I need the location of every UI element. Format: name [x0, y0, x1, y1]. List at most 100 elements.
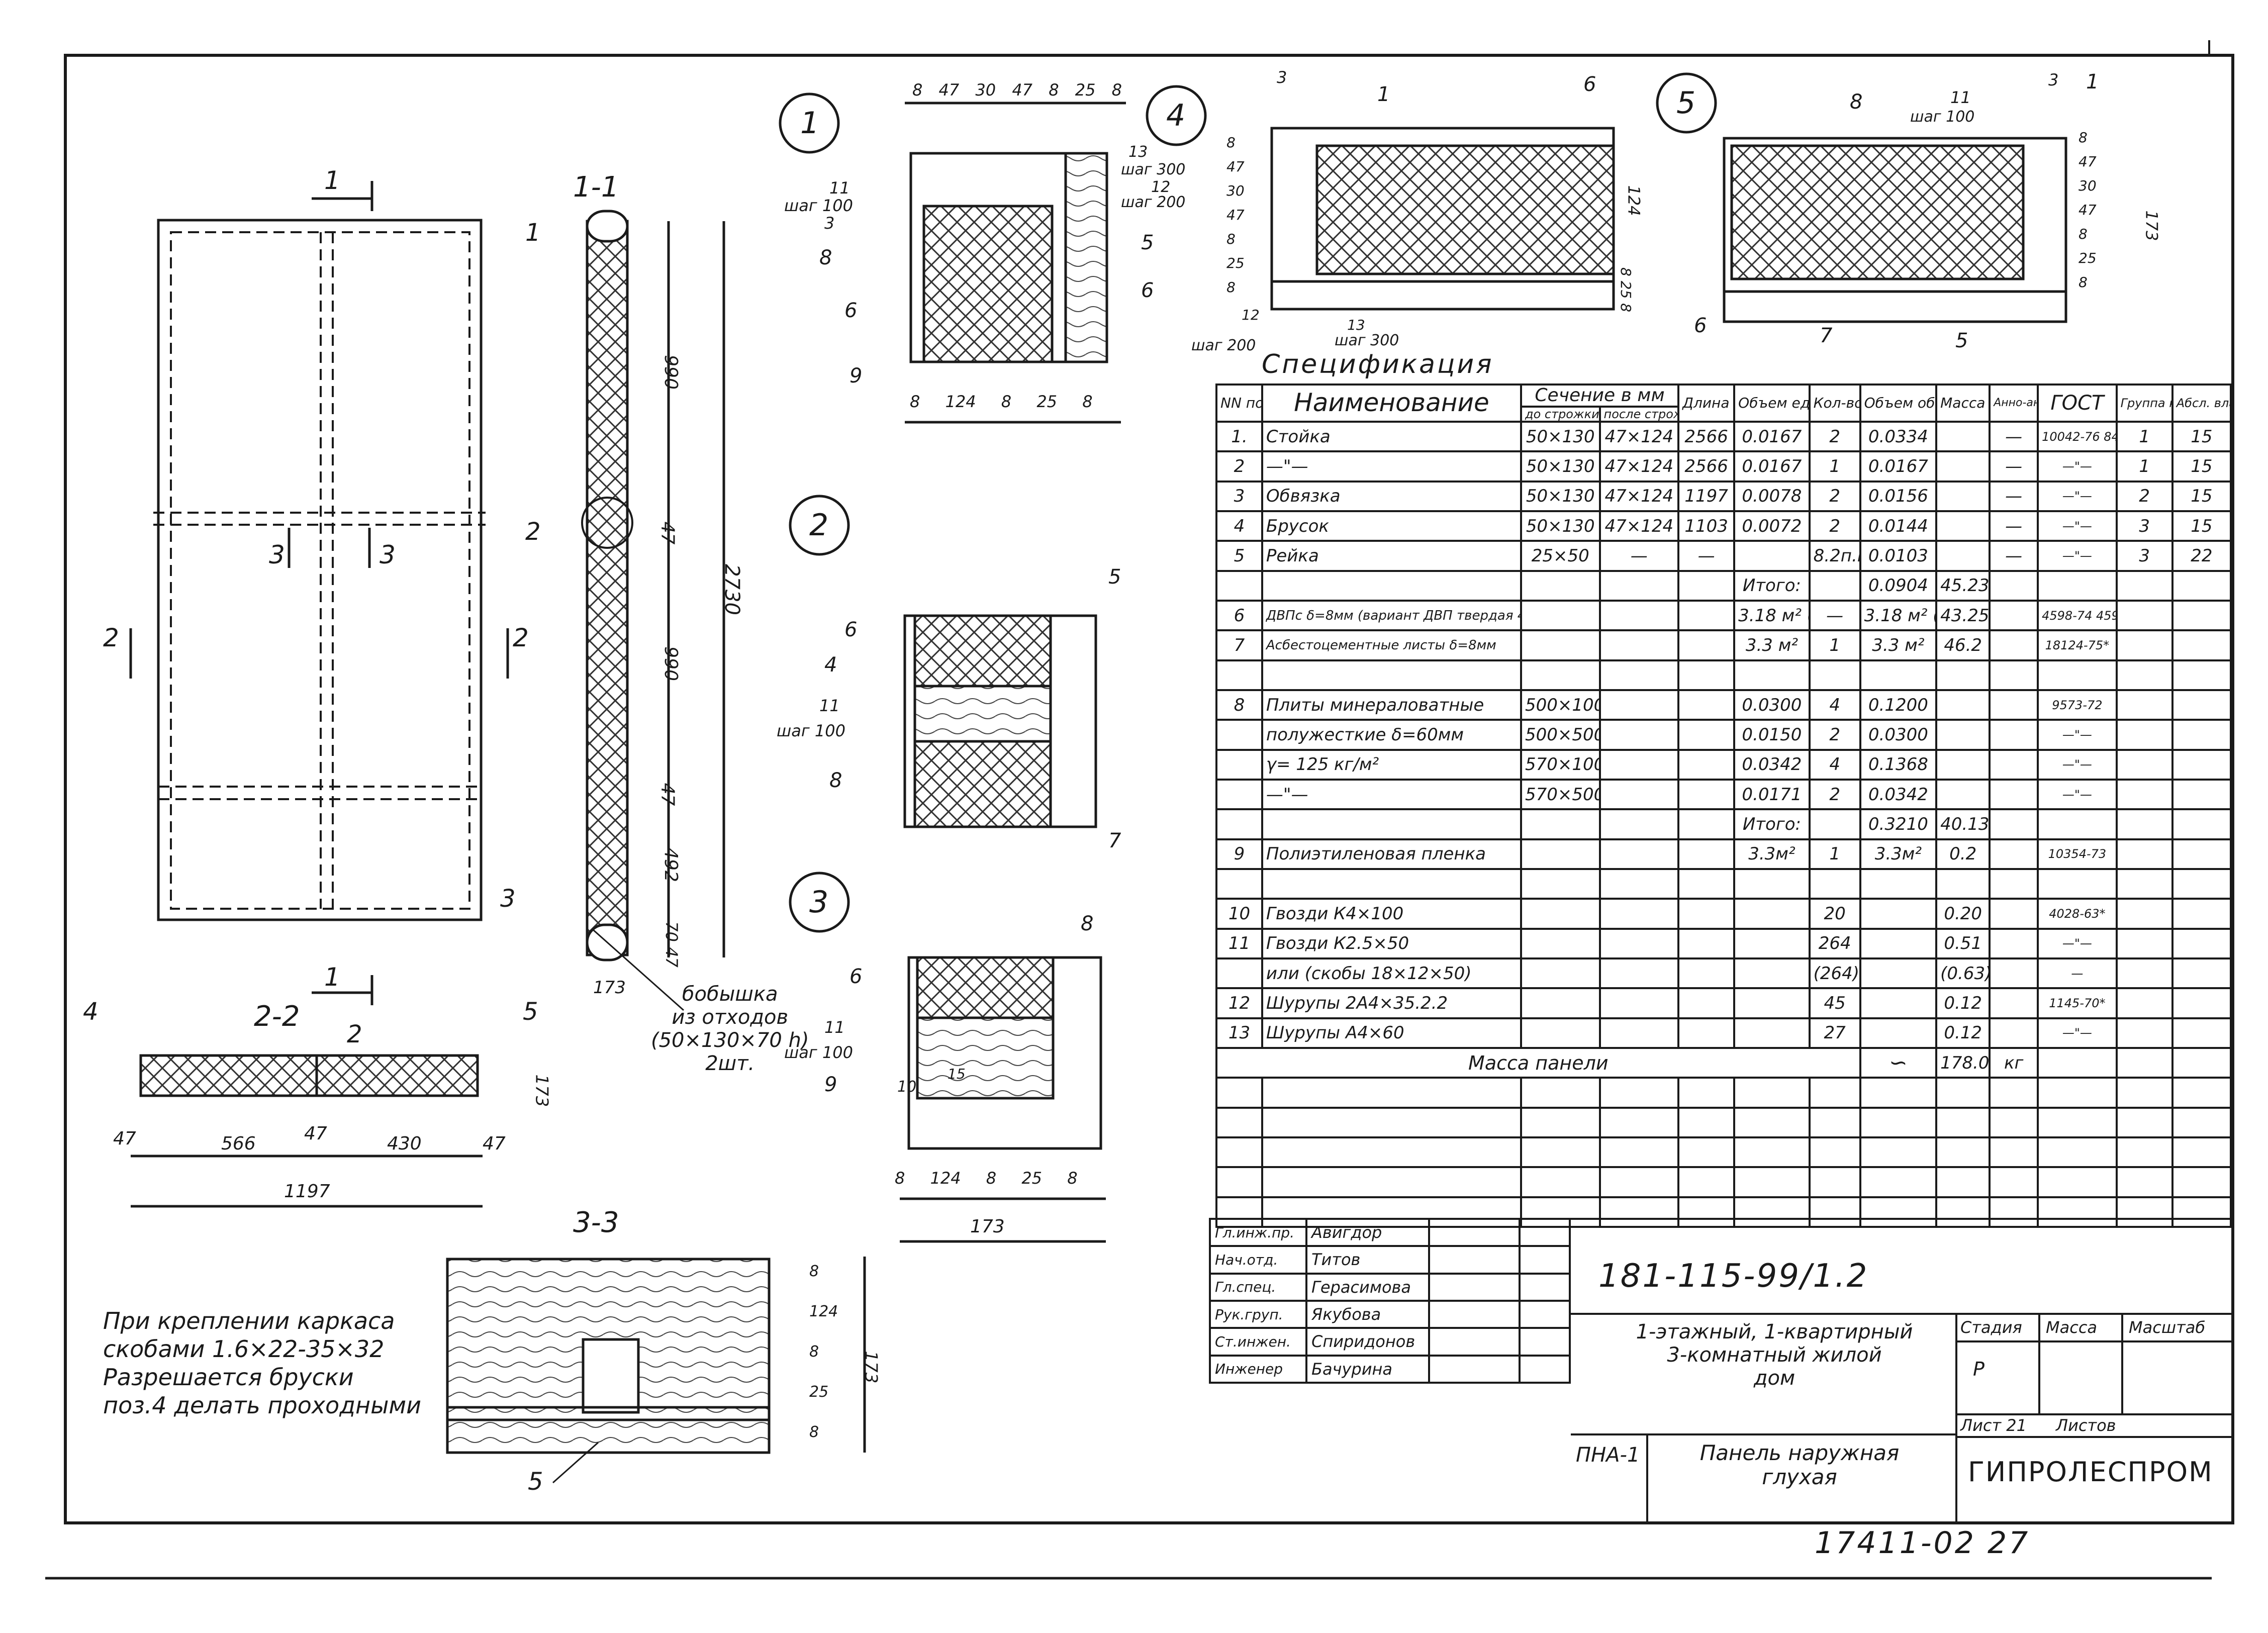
- spec-h-grade: Группа качес древ: [2115, 383, 2174, 423]
- node-3-circle: [789, 872, 850, 933]
- spec-cell-len: [1677, 808, 1736, 840]
- tb-head-line: [1955, 1340, 2232, 1342]
- cut-mark-1-top: 1: [324, 166, 340, 195]
- spec-cell-vu: [1733, 1017, 1811, 1049]
- dim-47b: 47: [657, 783, 678, 806]
- n3-bot-4: 8: [1067, 1169, 1078, 1188]
- spec-empty-row: [1215, 1166, 2232, 1198]
- spec-cell-grade: [2115, 898, 2174, 930]
- spec-cell-gost: —"—: [2037, 540, 2118, 572]
- spec-cell-grade: [2115, 957, 2174, 990]
- staff-role: Инженер: [1209, 1354, 1307, 1384]
- spec-empty-cell: [1859, 1106, 1938, 1138]
- spec-cell-qty: 4: [1808, 748, 1861, 781]
- spec-h-vol-total: Объем общий м³: [1859, 383, 1938, 423]
- node-1-12: 12: [1151, 178, 1171, 196]
- tb-doc-title: Панель наружная глухая: [1654, 1441, 1945, 1489]
- n1-bot-0: 8: [910, 392, 920, 411]
- spec-cell-hum: 15: [2171, 480, 2232, 512]
- spec-cell-name: Обвязка: [1261, 480, 1522, 512]
- spec-cell-s2: [1598, 957, 1680, 990]
- dim-2730: 2730: [720, 564, 743, 615]
- spec-cell-vt: 0.0904: [1859, 569, 1938, 602]
- node-1-shag200: шаг 200: [1121, 194, 1186, 211]
- staff-name: Герасимова: [1305, 1272, 1431, 1302]
- n3-bot-3: 25: [1021, 1169, 1043, 1188]
- spec-cell-s1: [1520, 957, 1601, 990]
- node-3-15: 15: [948, 1066, 966, 1082]
- spec-mass-label: Масса панели: [1215, 1046, 1861, 1079]
- spec-cell-qty: (264): [1808, 957, 1861, 990]
- spec-cell-ant: [1989, 987, 2039, 1019]
- spec-cell-s2: [1598, 898, 1680, 930]
- spec-cell-ant: [1989, 808, 2039, 840]
- tb-mark-line: [1646, 1433, 1648, 1522]
- spec-cell-mass: [1935, 450, 1991, 483]
- spec-cell-hum: [2171, 599, 2232, 632]
- label-2-2: 2-2: [254, 1000, 300, 1033]
- node-2-callout-7: 7: [1108, 829, 1121, 852]
- spec-cell-ant: [1989, 659, 2039, 691]
- spec-empty-cell: [1733, 1106, 1811, 1138]
- spec-cell-hum: [2171, 898, 2232, 930]
- title-block-main: 181-115-99/1.2 1-этажный, 1-квартирный 3…: [1571, 1218, 2234, 1524]
- spec-empty-cell: [2171, 1077, 2232, 1109]
- spec-cell-mass: 0.20: [1935, 898, 1991, 930]
- spec-cell-vt: 3.3м²: [1859, 838, 1938, 870]
- dim-s22-173: 173: [531, 1074, 552, 1107]
- spec-empty-cell: [2171, 1196, 2232, 1228]
- node-2-drawing: [903, 614, 1097, 828]
- spec-cell-s1: 570×500: [1520, 778, 1601, 811]
- spec-cell-s1: [1520, 659, 1601, 691]
- spec-cell-s1: 500×1000: [1520, 689, 1601, 721]
- spec-cell-gost: —"—: [2037, 719, 2118, 751]
- spec-cell-ant: [1989, 957, 2039, 990]
- spec-h-moisture: Абсл. влаж %: [2171, 383, 2232, 423]
- note-l1: При креплении каркаса: [103, 1307, 395, 1334]
- callout-1: 1: [525, 219, 541, 247]
- n4-side-0: 8: [1226, 134, 1236, 151]
- spec-row: [1215, 868, 2232, 900]
- section-3-3-block: [582, 1338, 640, 1414]
- spec-empty-cell: [1261, 1106, 1522, 1138]
- spec-empty-cell: [1598, 1077, 1680, 1109]
- spec-cell-s2: [1598, 868, 1680, 900]
- detail-circles: [779, 72, 1717, 933]
- tb-sheet-line: [1955, 1413, 2232, 1415]
- spec-mass-empty-3: [2171, 1046, 2232, 1079]
- spec-empty-cell: [2115, 1166, 2174, 1198]
- spec-cell-ant: [1989, 719, 2039, 751]
- spec-cell-grade: [2115, 868, 2174, 900]
- spec-cell-gost: 10042-76 8486-66: [2037, 420, 2118, 453]
- spec-mass-row: Масса панели ∽ 178.0 кг: [1215, 1046, 2232, 1079]
- spec-cell-qty: 4: [1808, 689, 1861, 721]
- section-2-2-body: [139, 1054, 479, 1097]
- spec-cell-mass: [1935, 778, 1991, 811]
- spec-empty-cell: [1859, 1166, 1938, 1198]
- spec-cell-len: —: [1677, 540, 1736, 572]
- project-l3: дом: [1753, 1367, 1795, 1390]
- spec-cell-mass: 45.23: [1935, 569, 1991, 602]
- callout-s22-4: 4: [83, 998, 99, 1026]
- node-5-circle: [1656, 72, 1717, 134]
- node-2-insul-top: [913, 614, 1052, 688]
- n1-top-0: 8: [912, 80, 923, 100]
- spec-cell-vt: 0.0300: [1859, 719, 1938, 751]
- spec-cell-name: —"—: [1261, 450, 1522, 483]
- spec-cell-hum: [2171, 659, 2232, 691]
- node-1-13: 13: [1128, 143, 1148, 161]
- spec-cell-mass: 46.2: [1935, 629, 1991, 661]
- node-2-callout-5: 5: [1108, 565, 1121, 589]
- spec-cell-qty: 1: [1808, 450, 1861, 483]
- section-3-3-173: 173: [861, 1351, 881, 1384]
- spec-empty-cell: [1989, 1136, 2039, 1169]
- spec-cell-hum: [2171, 719, 2232, 751]
- spec-cell-qty: 1: [1808, 838, 1861, 870]
- spec-empty-cell: [1677, 1196, 1736, 1228]
- spec-cell-gost: —"—: [2037, 450, 2118, 483]
- spec-empty-cell: [1733, 1077, 1811, 1109]
- label-3-3: 3-3: [573, 1206, 619, 1239]
